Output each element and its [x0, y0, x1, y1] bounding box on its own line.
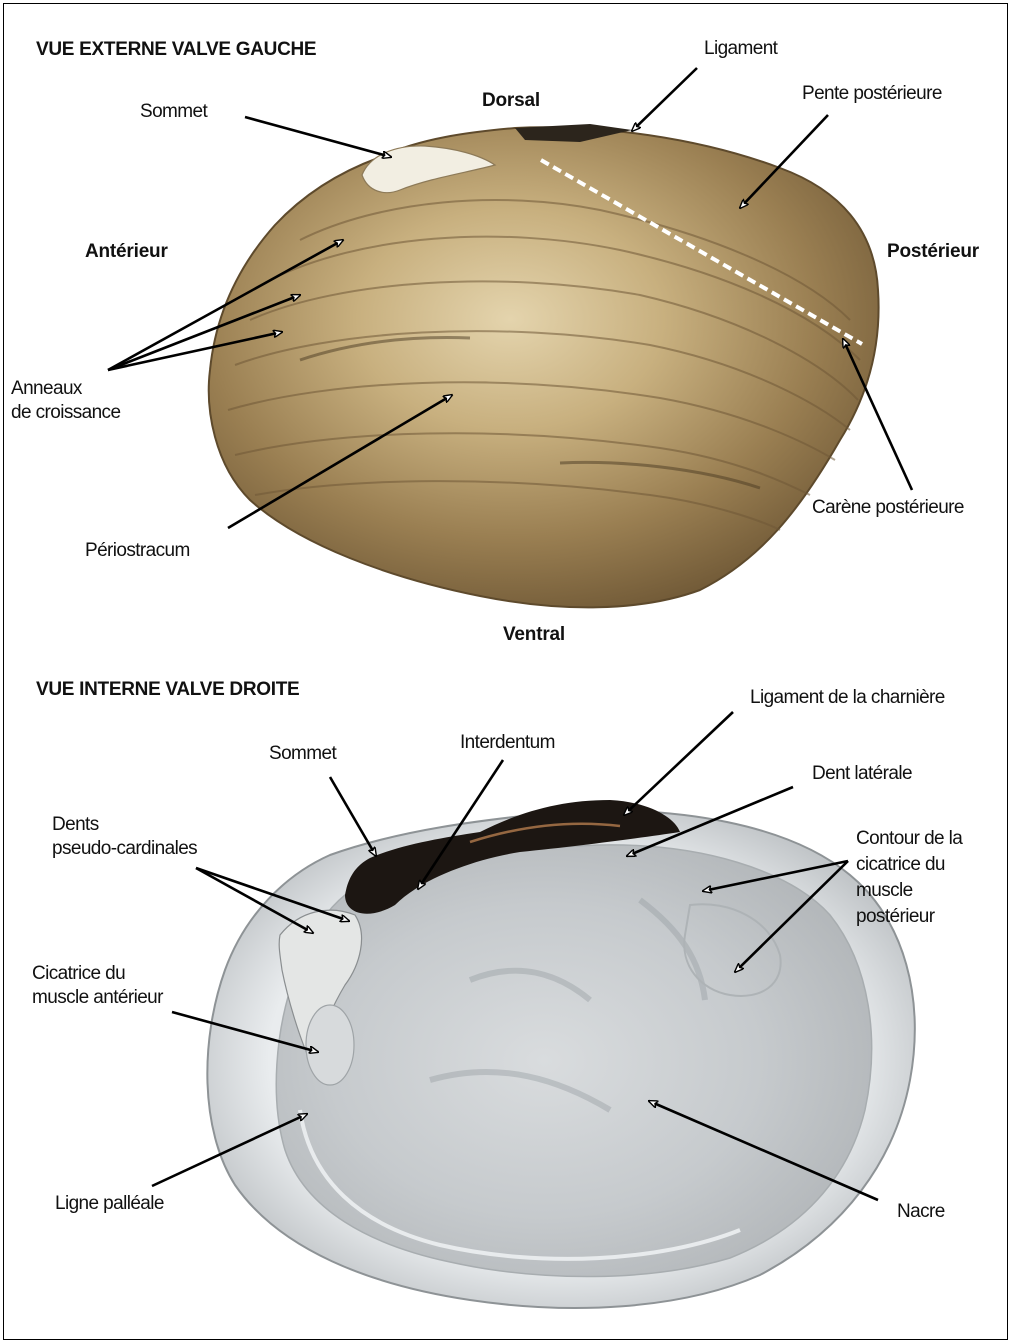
- label-posterieur: Postérieur: [887, 240, 979, 264]
- label-sommet-interne: Sommet: [269, 742, 336, 766]
- label-periostracum: Périostracum: [85, 539, 190, 563]
- label-anneaux-line2: de croissance: [11, 401, 120, 425]
- label-anterieur: Antérieur: [85, 240, 168, 264]
- label-anneaux-croissance: Anneaux de croissance: [11, 377, 120, 425]
- label-dents-pseudo-cardinales: Dents pseudo-cardinales: [52, 813, 197, 861]
- anterior-muscle-scar: [306, 1005, 354, 1085]
- arrow-sommet: [245, 117, 391, 157]
- label-sommet-externe: Sommet: [140, 100, 207, 124]
- label-interdentum: Interdentum: [460, 731, 555, 755]
- external-heading: VUE EXTERNE VALVE GAUCHE: [36, 38, 316, 62]
- label-contour-line1: Contour de la: [856, 826, 962, 852]
- label-cicatrice-line2: muscle antérieur: [32, 986, 163, 1010]
- label-dorsal: Dorsal: [482, 89, 540, 113]
- label-cicatrice-line1: Cicatrice du: [32, 962, 163, 986]
- label-nacre: Nacre: [897, 1200, 945, 1224]
- label-dent-laterale: Dent latérale: [812, 762, 912, 786]
- label-ligament-charniere: Ligament de la charnière: [750, 686, 945, 710]
- label-pente-posterieure: Pente postérieure: [802, 82, 942, 106]
- internal-shell-drawing: [207, 800, 914, 1308]
- label-ligne-palleale: Ligne palléale: [55, 1192, 164, 1216]
- label-ligament: Ligament: [704, 37, 777, 61]
- label-anneaux-line1: Anneaux: [11, 377, 120, 401]
- label-contour-line3: muscle: [856, 878, 962, 904]
- label-cicatrice-anterieur: Cicatrice du muscle antérieur: [32, 962, 163, 1010]
- label-dents-line1: Dents: [52, 813, 197, 837]
- label-contour-cicatrice: Contour de la cicatrice du muscle postér…: [856, 826, 962, 930]
- arrow-ligament-charniere: [624, 712, 733, 815]
- internal-heading: VUE INTERNE VALVE DROITE: [36, 678, 299, 702]
- label-dents-line2: pseudo-cardinales: [52, 837, 197, 861]
- label-carene-posterieure: Carène postérieure: [812, 496, 964, 520]
- external-shell-body: [209, 127, 879, 607]
- external-shell-drawing: [209, 124, 879, 607]
- label-contour-line2: cicatrice du: [856, 852, 962, 878]
- arrow-sommet-interne: [330, 777, 376, 856]
- arrow-ligament: [632, 68, 697, 131]
- label-ventral: Ventral: [503, 623, 565, 647]
- label-contour-line4: postérieur: [856, 904, 962, 930]
